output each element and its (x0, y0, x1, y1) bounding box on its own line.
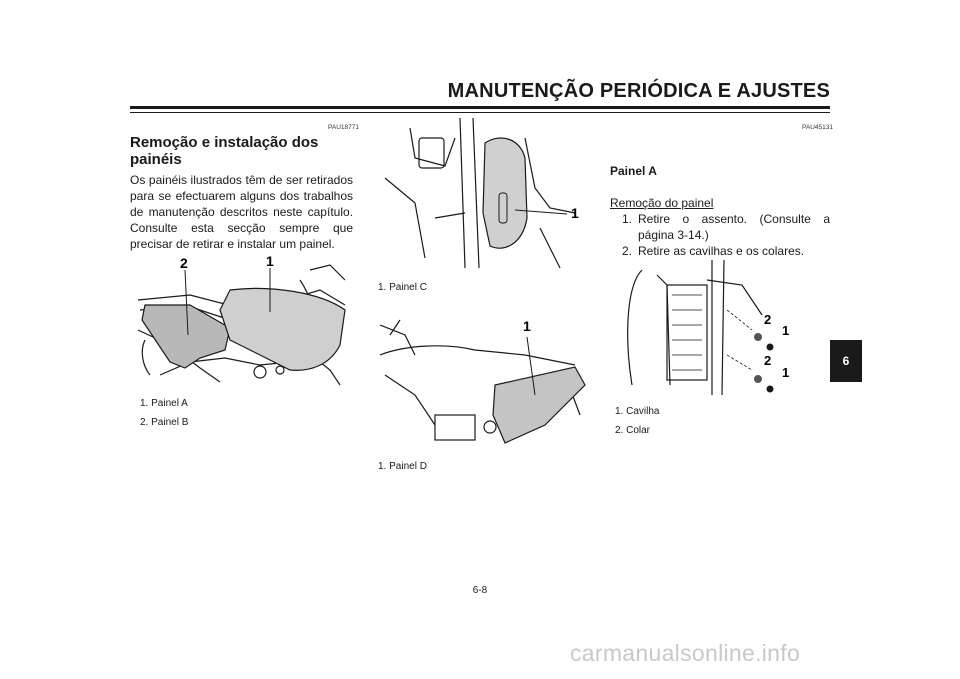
section-code: PAU45131 (802, 124, 833, 131)
bolt-icon (766, 343, 774, 351)
callout-number: 2 (764, 312, 771, 327)
callout-number: 1 (523, 318, 531, 334)
callout-number: 1 (782, 323, 789, 338)
page-number: 6-8 (472, 585, 488, 596)
sub-section-title: Painel A (610, 164, 657, 178)
figure-bolts-collars: 2 1 2 1 (612, 255, 807, 400)
caption-item: 2. Painel B (140, 417, 189, 428)
figure-panels-a-b: 2 1 (130, 250, 355, 390)
header-rule-thin (130, 112, 830, 113)
intro-paragraph: Os painéis ilustrados têm de ser retirad… (130, 173, 353, 251)
motorcycle-side-illustration: 2 1 (137, 253, 346, 386)
callout-number: 1 (571, 205, 579, 221)
step-number: 1. (622, 212, 633, 226)
step-text: Retire o assento. (Consulte a página 3-1… (638, 212, 830, 242)
procedure-heading: Remoção do painel (610, 196, 714, 210)
page-header-title: MANUTENÇÃO PERIÓDICA E AJUSTES (447, 80, 830, 102)
step-item: 1. Retire o assento. (Consulte a página … (610, 211, 830, 243)
bolt-icon (766, 385, 774, 393)
chapter-tab: 6 (830, 340, 862, 382)
section-title: Remoção e instalação dos painéis (130, 134, 319, 168)
panel-b-shape (141, 304, 231, 369)
figure-panel-c: 1 (375, 118, 585, 278)
callout-number: 1 (782, 365, 789, 380)
caption-item: 1. Painel C (378, 282, 427, 293)
callout-number: 2 (180, 255, 188, 271)
caption-item: 1. Cavilha (615, 406, 660, 417)
step-item: 2. Retire as cavilhas e os colares. (610, 243, 830, 259)
front-panel-illustration: 1 (379, 318, 586, 444)
step-number: 2. (622, 244, 633, 258)
panel-d-shape (492, 366, 586, 444)
panel-a-detail-illustration: 2 1 2 1 (627, 259, 789, 396)
figure-caption-list: 1. Painel C (378, 278, 427, 297)
caption-item: 1. Painel A (140, 398, 188, 409)
section-code: PAU18771 (328, 124, 359, 131)
header-rule-thick (130, 106, 830, 109)
callout-number: 1 (266, 253, 274, 269)
step-text: Retire as cavilhas e os colares. (638, 244, 805, 258)
collar-icon (754, 333, 762, 341)
collar-icon (754, 375, 762, 383)
figure-caption-list: 1. Painel D (378, 457, 427, 476)
rear-panel-illustration: 1 (384, 118, 579, 269)
figure-caption-list: 1. Cavilha 2. Colar (615, 402, 659, 440)
caption-item: 2. Colar (615, 425, 651, 436)
figure-panel-d: 1 (375, 315, 590, 450)
caption-item: 1. Painel D (378, 461, 427, 472)
procedure-steps: 1. Retire o assento. (Consulte a página … (610, 211, 830, 259)
callout-number: 2 (764, 353, 771, 368)
watermark-text: carmanualsonline.info (570, 640, 801, 666)
panel-a-shape (219, 287, 346, 371)
figure-caption-list: 1. Painel A 2. Painel B (140, 394, 188, 432)
